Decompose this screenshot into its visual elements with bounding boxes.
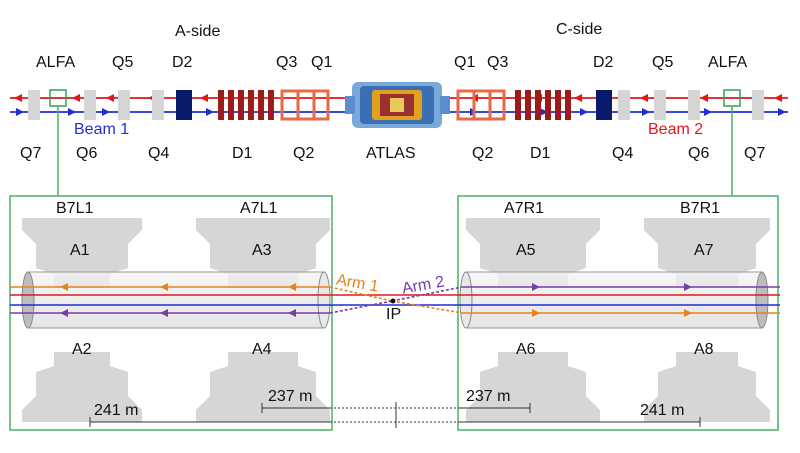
detector-a3: A3 — [252, 242, 272, 259]
magnet-q7-a — [28, 90, 40, 120]
magnet-q5-a — [118, 90, 130, 120]
label-q4-a: Q4 — [148, 145, 170, 162]
label-q6-c: Q6 — [688, 145, 710, 162]
pot-a7 — [644, 218, 770, 288]
dist-outer-right: 241 m — [640, 402, 685, 419]
beam-pipe-right — [459, 271, 769, 329]
dist-inner-right: 237 m — [466, 388, 511, 405]
pot-a2 — [22, 352, 142, 422]
label-q3-c: Q3 — [487, 54, 509, 71]
detector-a6: A6 — [516, 341, 536, 358]
label-q2-a: Q2 — [293, 145, 315, 162]
label-d1-c: D1 — [530, 145, 551, 162]
detector-a4: A4 — [252, 341, 272, 358]
label-q5-c: Q5 — [652, 54, 674, 71]
beam1-label: Beam 1 — [74, 121, 130, 138]
magnet-q5-c — [654, 90, 666, 120]
beam-pipe-left — [21, 271, 331, 329]
label-q2-c: Q2 — [472, 145, 494, 162]
detector-a1: A1 — [70, 242, 90, 259]
arm2-arrows — [60, 283, 692, 317]
label-d2-c: D2 — [593, 54, 614, 71]
label-q6-a: Q6 — [76, 145, 98, 162]
detector-a2: A2 — [72, 341, 92, 358]
pot-a3 — [196, 218, 330, 288]
magnet-d2-c — [596, 90, 612, 120]
label-q3-a: Q3 — [276, 54, 298, 71]
magnet-q7-c — [752, 90, 764, 120]
magnet-q1-q3-q2-c — [456, 89, 506, 121]
label-alfa-c: ALFA — [708, 54, 748, 71]
a-side-label: A-side — [175, 23, 221, 40]
magnet-d1-c — [515, 90, 571, 120]
magnet-q4-c — [618, 90, 630, 120]
pot-a8 — [644, 352, 770, 422]
pot-a1 — [22, 218, 142, 288]
roman-pots — [22, 218, 770, 422]
pot-a4 — [196, 352, 330, 422]
detector-a5: A5 — [516, 242, 536, 259]
atlas-detector — [345, 82, 450, 128]
label-d2-a: D2 — [172, 54, 193, 71]
label-q4-c: Q4 — [612, 145, 634, 162]
pot-a5 — [466, 218, 600, 288]
label-q1-a: Q1 — [311, 54, 333, 71]
detector-a7: A7 — [694, 242, 714, 259]
c-side-label: C-side — [556, 21, 603, 38]
ip-point — [390, 298, 396, 304]
label-d1-a: D1 — [232, 145, 253, 162]
station-a7l1: A7L1 — [240, 200, 278, 217]
beam2-label: Beam 2 — [648, 121, 704, 138]
ip-label: IP — [386, 306, 402, 323]
station-b7r1: B7R1 — [680, 200, 721, 217]
arm1-arrows — [60, 283, 692, 317]
label-atlas: ATLAS — [366, 145, 416, 162]
label-q7-c: Q7 — [744, 145, 766, 162]
label-q1-c: Q1 — [454, 54, 476, 71]
magnet-q4-a — [152, 90, 164, 120]
station-a7r1: A7R1 — [504, 200, 545, 217]
magnet-q6-a — [84, 90, 96, 120]
distance-markers — [89, 402, 701, 428]
magnet-q6-c — [688, 90, 700, 120]
pot-a6 — [466, 352, 600, 422]
label-q5-a: Q5 — [112, 54, 134, 71]
dist-inner-left: 237 m — [268, 388, 313, 405]
station-b7l1: B7L1 — [56, 200, 94, 217]
label-alfa-a: ALFA — [36, 54, 76, 71]
label-q7-a: Q7 — [20, 145, 42, 162]
magnet-q2-q3-q1-a — [280, 89, 330, 121]
detail-panels — [9, 195, 780, 431]
dist-outer-left: 241 m — [94, 402, 139, 419]
magnet-d1-a — [218, 90, 274, 120]
top-beamline — [10, 82, 788, 196]
magnet-d2-a — [176, 90, 192, 120]
detector-a8: A8 — [694, 341, 714, 358]
